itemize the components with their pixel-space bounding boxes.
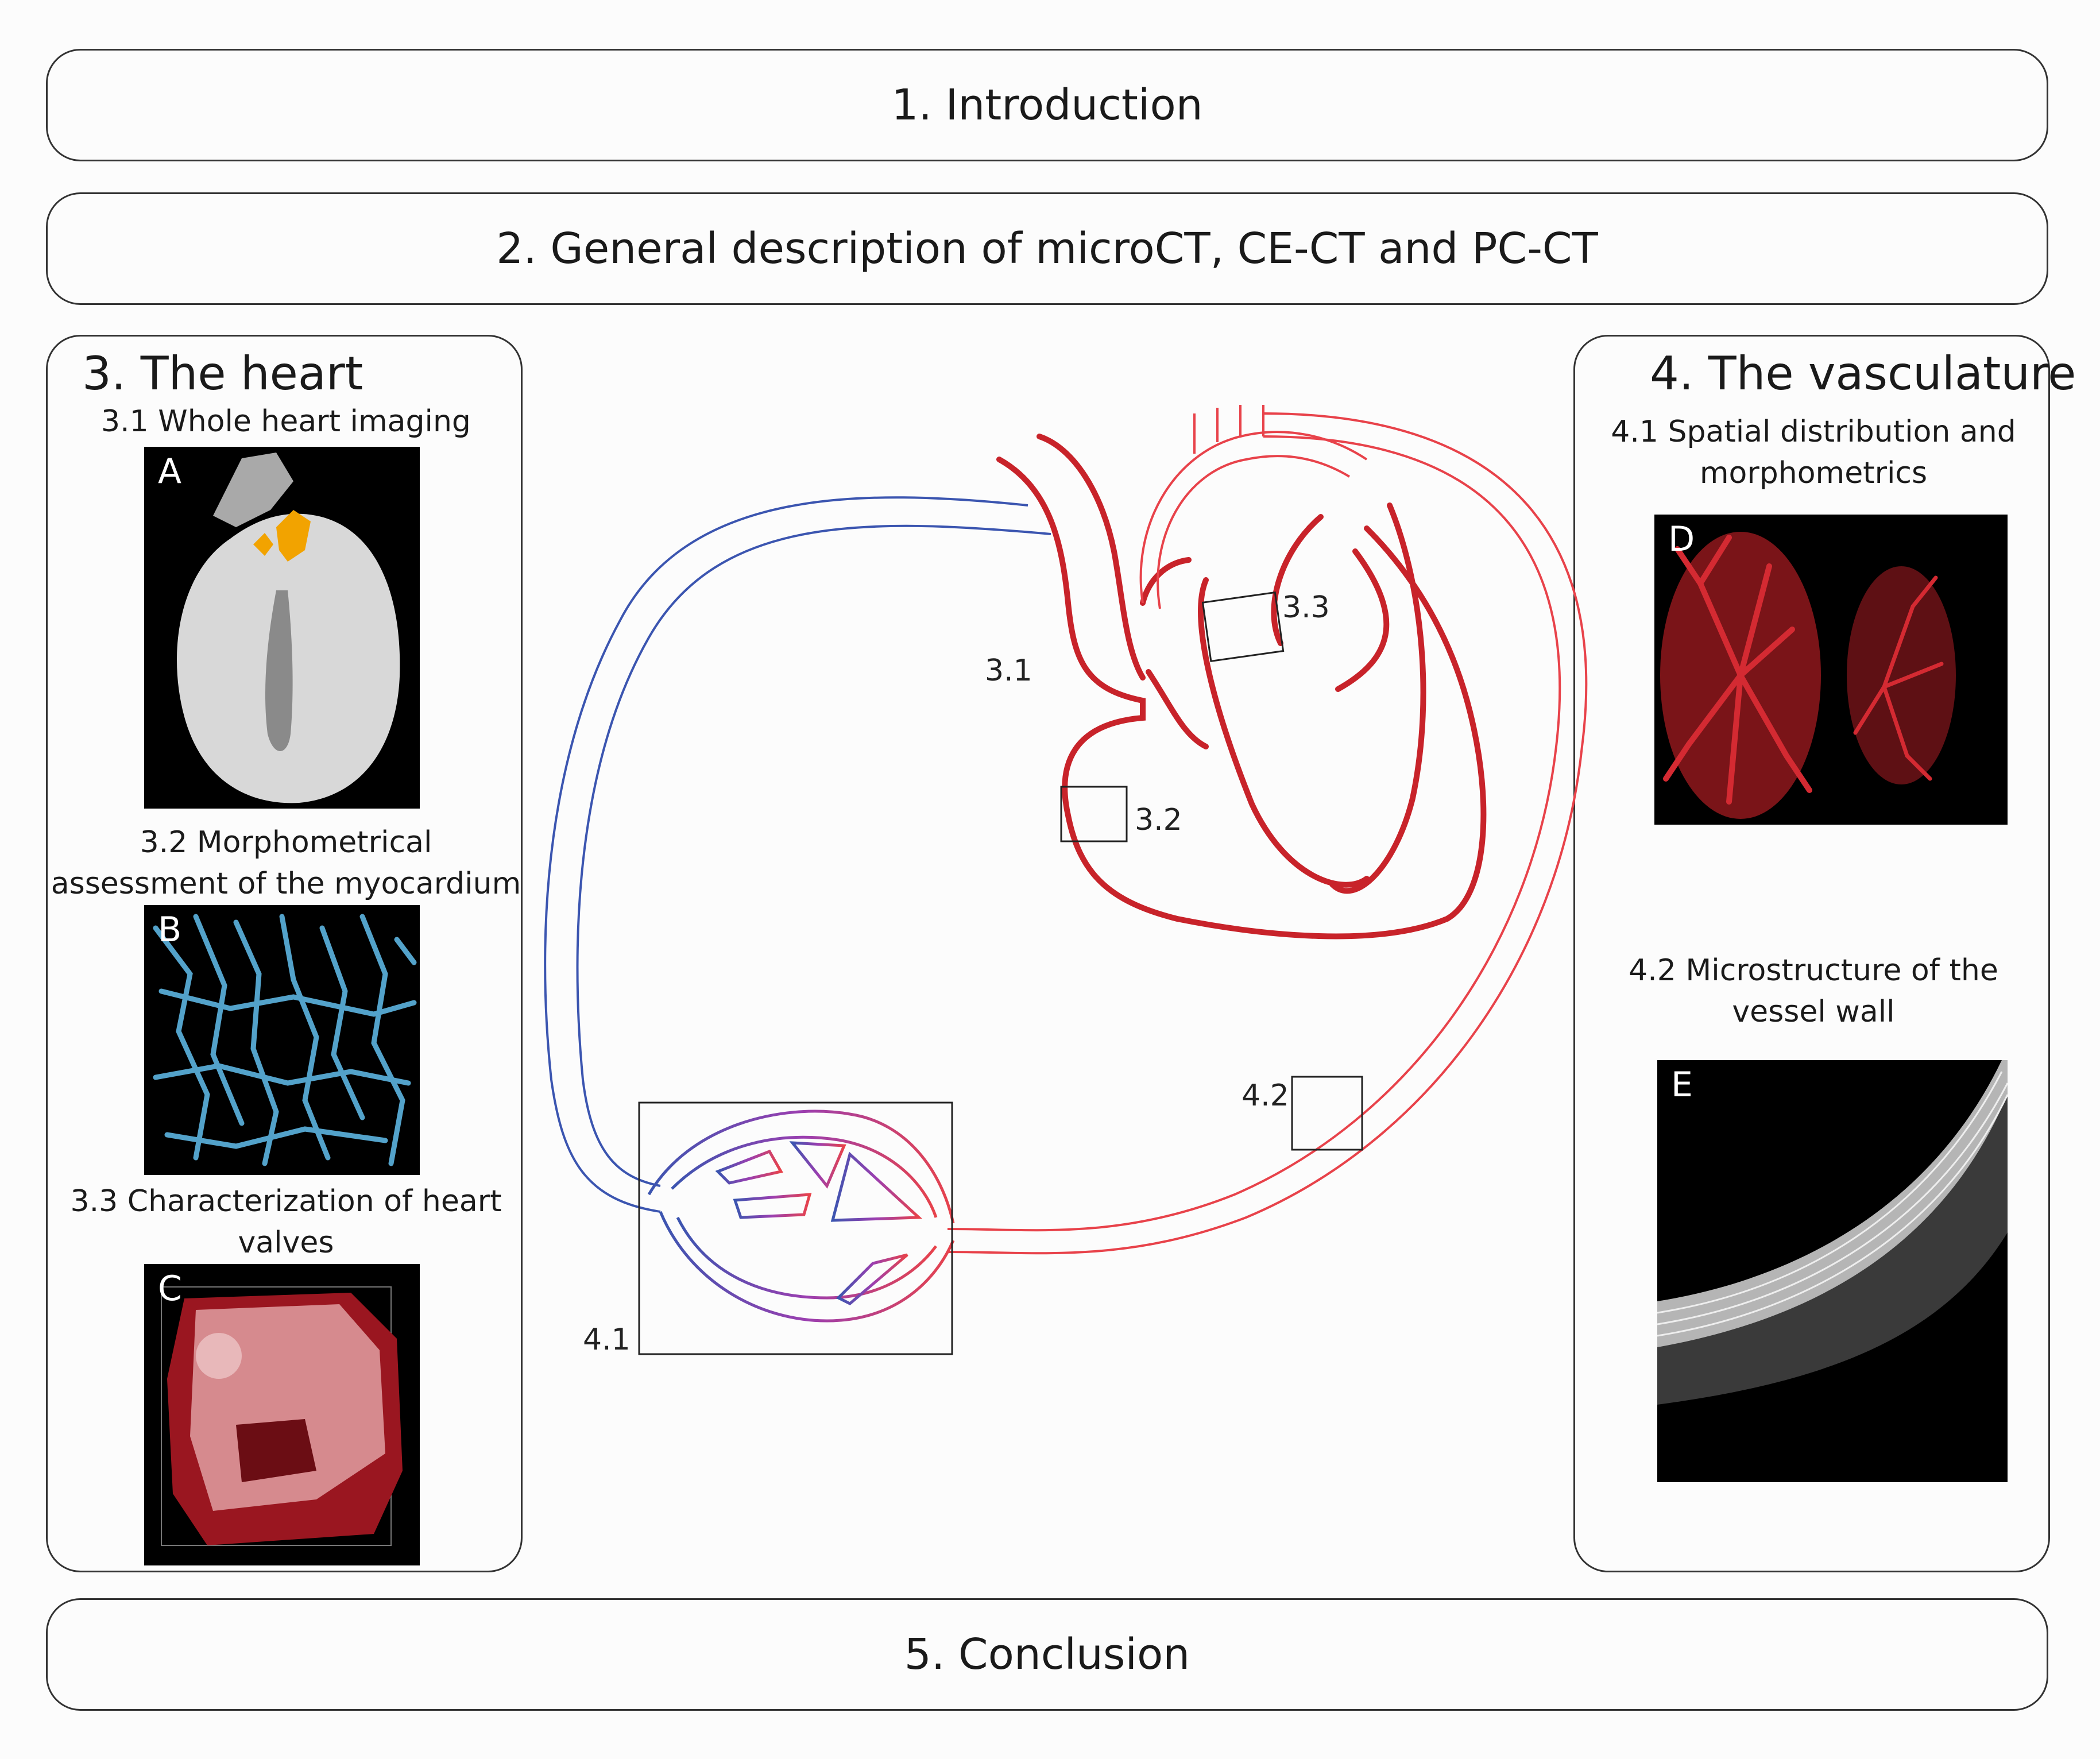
label-4-1: 4.1 (583, 1323, 631, 1357)
vasculature-item-1-label: 4.1 Spatial distribution and morphometri… (1611, 415, 2016, 490)
whole-heart-graphic (176, 453, 400, 803)
heart-valves-graphic (161, 1286, 403, 1546)
image-letter-a: A (158, 451, 182, 492)
heart-item-1-label: 3.1 Whole heart imaging (101, 404, 471, 439)
label-3-2: 3.2 (1135, 803, 1182, 837)
capillary-bed (647, 1109, 955, 1323)
image-letter-e: E (1671, 1065, 1693, 1105)
heart-outline (996, 434, 1487, 940)
myocardium-image: B (144, 905, 420, 1175)
label-3-1: 3.1 (985, 654, 1032, 688)
image-letter-b: B (158, 910, 182, 950)
label-4-2: 4.2 (1242, 1078, 1289, 1113)
vessel-wall-image: E (1657, 1060, 2008, 1482)
general-description-section: 2. General description of microCT, CE-CT… (46, 192, 2048, 305)
image-letter-d: D (1668, 519, 1695, 559)
general-description-label: 2. General description of microCT, CE-CT… (496, 224, 1598, 273)
vasculature-panel: 4. The vasculature 4.1 Spatial distribut… (1573, 335, 2076, 1572)
spatial-distribution-graphic (1660, 532, 1956, 819)
image-letter-c: C (158, 1269, 182, 1309)
heart-panel: 3. The heart 3.1 Whole heart imaging A 3… (46, 335, 523, 1572)
systemic-artery (947, 412, 1588, 1255)
box-3-3 (1201, 591, 1285, 662)
whole-heart-image: A (144, 447, 420, 809)
box-3-2 (1060, 786, 1128, 842)
conclusion-label: 5. Conclusion (904, 1630, 1190, 1679)
heart-valves-image: C (144, 1264, 420, 1565)
vessel-wall-graphic (1657, 1060, 2008, 1405)
heart-item-2-label: 3.2 Morphometrical assessment of the myo… (51, 825, 521, 901)
vasculature-item-2-label: 4.2 Microstructure of the vessel wall (1629, 953, 1998, 1029)
heart-item-3-label: 3.3 Characterization of heart valves (70, 1184, 502, 1260)
heart-panel-title: 3. The heart (82, 347, 363, 400)
conclusion-section: 5. Conclusion (46, 1598, 2048, 1711)
inset-boxes (638, 591, 1363, 1355)
spatial-distribution-image: D (1654, 515, 2008, 825)
aorta-arch (1139, 405, 1368, 609)
label-3-3: 3.3 (1282, 590, 1330, 625)
introduction-label: 1. Introduction (891, 80, 1203, 130)
vasculature-panel-title: 4. The vasculature (1650, 347, 2076, 400)
box-4-1 (638, 1101, 953, 1355)
box-4-2 (1291, 1076, 1363, 1151)
introduction-section: 1. Introduction (46, 49, 2048, 161)
myocardium-graphic (153, 914, 417, 1166)
systemic-vein (544, 496, 1051, 1213)
